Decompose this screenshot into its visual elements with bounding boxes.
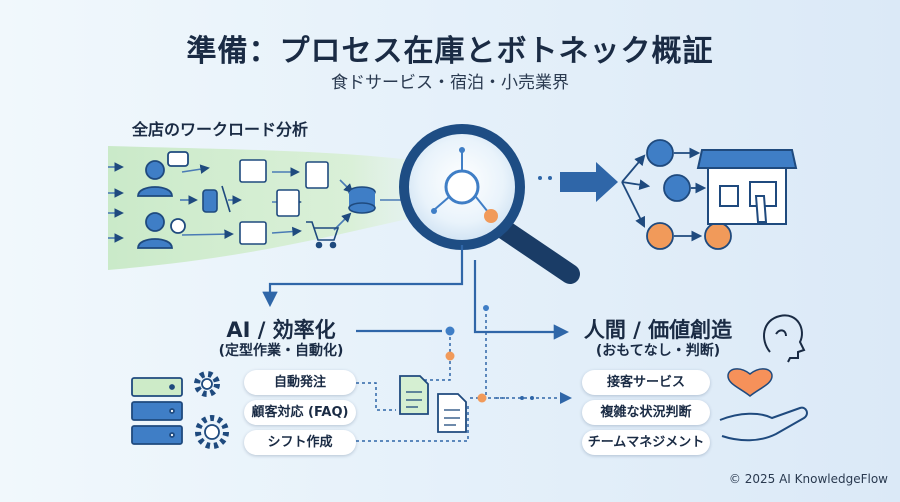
staff-man-icon [137, 212, 186, 249]
ai-task-shift: シフト作成 [244, 430, 356, 455]
human-task-service: 接客サービス [582, 370, 710, 395]
copyright: © 2025 AI KnowledgeFlow [728, 472, 888, 486]
clipboard-icon [276, 189, 300, 217]
human-arrowhead [560, 392, 572, 404]
store-icon [696, 149, 798, 225]
human-subheading: (おもてなし・判断) [595, 343, 721, 359]
hand-heart-icon [719, 368, 808, 442]
staff-woman-icon [137, 151, 189, 197]
ai-heading: AI / 効率化 [226, 318, 336, 342]
connector-dots [445, 305, 534, 403]
document-icons [399, 375, 467, 433]
ai-task-faq: 顧客対応 (FAQ) [244, 400, 356, 425]
human-heading: 人間 / 価値創造 [583, 318, 733, 342]
human-task-management: チームマネジメント [582, 430, 710, 455]
magnifier-icon [399, 124, 580, 284]
box-icon [239, 159, 267, 183]
process-nodes [621, 139, 732, 250]
split-connectors [262, 245, 570, 340]
output-arrow [538, 162, 618, 202]
notepad-icon [305, 161, 329, 189]
calendar-icon [239, 221, 267, 245]
workload-label: 全店のワークロード分析 [132, 120, 309, 139]
server-icon [131, 377, 183, 445]
cart-icon [306, 221, 340, 241]
human-head-icon [763, 314, 806, 363]
task-icons [202, 159, 376, 249]
human-task-judgment: 複雑な状況判断 [582, 400, 710, 425]
ai-subheading: (定型作業・自動化) [218, 343, 344, 359]
ai-task-auto-order: 自動発注 [244, 370, 356, 395]
cleaning-icon [202, 189, 218, 213]
page-title: 準備：プロセス在庫とボトネック概証 [186, 34, 714, 69]
gear-icon [194, 371, 229, 449]
page-subtitle: 食ドサービス・宿泊・小売業界 [331, 73, 569, 93]
